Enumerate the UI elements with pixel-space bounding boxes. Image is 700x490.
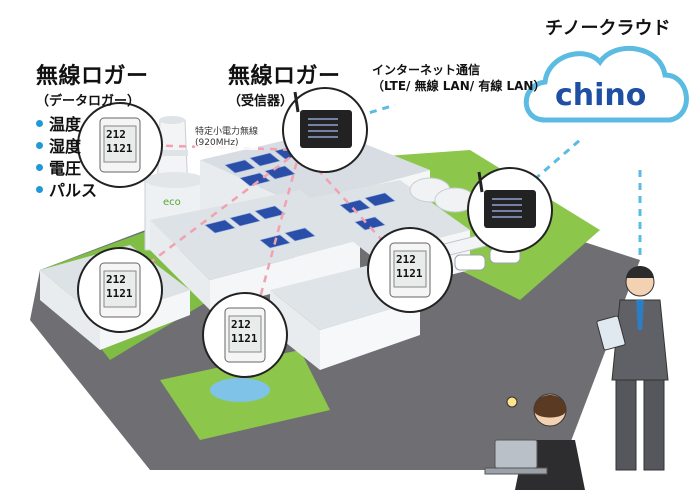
storage-tanks: [409, 177, 476, 213]
logger-display-top: 212: [106, 273, 126, 286]
logger-display-top: 212: [106, 128, 126, 141]
internet-label-line2: （LTE/ 無線 LAN/ 有線 LAN）: [372, 79, 546, 94]
radio-label-line2: (920MHz): [195, 138, 239, 149]
radio-label-line1: 特定小電力無線: [195, 127, 259, 137]
bullet-dot-icon: [36, 119, 43, 127]
logger-subtitle: （データロガー）: [36, 94, 141, 109]
pond: [210, 378, 270, 402]
measurement-item: パルス: [36, 178, 97, 200]
receiver-subtitle: （受信器）: [228, 94, 294, 109]
measurement-label: 電圧: [49, 159, 82, 178]
measurement-label: 温度: [49, 115, 82, 134]
logger-magnifier-3: [202, 292, 288, 378]
long-building: [150, 190, 360, 310]
bullet-dot-icon: [36, 163, 43, 171]
radio-label: 特定小電力無線 (920MHz): [195, 127, 259, 150]
measurement-item: 温度: [36, 112, 97, 134]
receiver-title: 無線ロガー: [228, 64, 341, 89]
internet-label: インターネット通信 （LTE/ 無線 LAN/ 有線 LAN）: [372, 62, 545, 94]
logger-display-bottom: 1121: [231, 332, 258, 345]
measurement-label: 湿度: [49, 137, 82, 156]
eco-sign: eco: [163, 197, 181, 208]
logger-display-bottom: 1121: [106, 287, 133, 300]
cloud-title: チノークラウド: [545, 18, 671, 39]
bullet-dot-icon: [36, 185, 43, 193]
logger-display-bottom: 1121: [106, 142, 133, 155]
chino-logo-text: chino: [555, 78, 647, 113]
logger-display-1: 212 1121: [106, 128, 133, 156]
businessman-figure: [596, 266, 669, 471]
logger-display-3: 212 1121: [231, 318, 258, 346]
measurement-item: 電圧: [36, 156, 97, 178]
measurement-item: 湿度: [36, 134, 97, 156]
logger-title-block: 無線ロガー （データロガー）: [36, 58, 149, 109]
logger-magnifier-4: [367, 227, 453, 313]
cloud-shape: [523, 46, 689, 123]
logger-title: 無線ロガー: [36, 64, 149, 89]
receiver-magnifier-2: [467, 167, 553, 253]
measurement-list: 温度 湿度 電圧 パルス: [36, 112, 97, 200]
receiver-magnifier-1: [282, 87, 368, 173]
logger-display-top: 212: [231, 318, 251, 331]
logger-display-top: 212: [396, 253, 416, 266]
logger-display-4: 212 1121: [396, 253, 423, 281]
logger-magnifier-2: [77, 247, 163, 333]
logger-magnifier-1: [77, 102, 163, 188]
chino-logo: chino: [555, 78, 646, 113]
measurement-label: パルス: [49, 181, 98, 200]
logger-display-2: 212 1121: [106, 273, 133, 301]
receiver-title-block: 無線ロガー （受信器）: [228, 58, 341, 109]
woman-laptop-figure: [484, 393, 585, 490]
bullet-dot-icon: [36, 141, 43, 149]
internet-label-line1: インターネット通信: [372, 63, 481, 77]
logger-display-bottom: 1121: [396, 267, 423, 280]
